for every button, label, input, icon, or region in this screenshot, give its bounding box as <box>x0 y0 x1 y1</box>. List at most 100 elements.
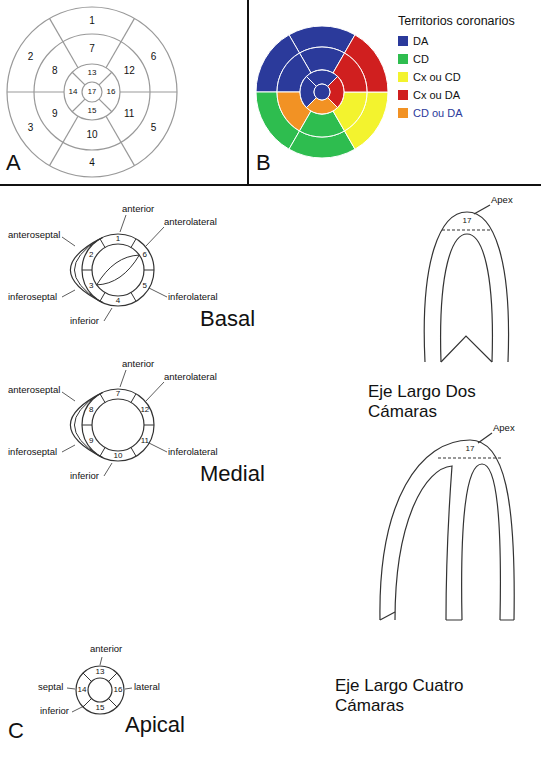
leader-line <box>149 288 167 297</box>
legend-swatch <box>398 72 408 82</box>
segment-border <box>120 91 177 92</box>
leader-line <box>146 227 164 246</box>
leader-line <box>100 657 102 665</box>
segment-number: 4 <box>89 157 95 169</box>
segment-number: 16 <box>114 685 123 694</box>
segment-border <box>50 116 79 165</box>
segment-number: 9 <box>52 108 58 120</box>
wall-label: inferoseptal <box>8 292 57 303</box>
valve-plane <box>441 336 492 362</box>
segment-number: 10 <box>114 451 123 460</box>
segment-border <box>99 99 112 112</box>
leader-line <box>478 433 492 443</box>
segment-number: 3 <box>28 122 34 134</box>
segment-number: 6 <box>143 250 147 259</box>
bullseye-ring <box>82 82 102 102</box>
segment-number: 4 <box>116 296 120 305</box>
segment-number: 1 <box>116 234 120 243</box>
lv-outer-wall <box>82 389 154 461</box>
segment-number: 9 <box>89 436 93 445</box>
segment-number: 2 <box>28 51 34 63</box>
level-title: Basal <box>200 306 255 331</box>
segment-border <box>82 270 92 271</box>
segment-border <box>144 270 154 271</box>
wall-label: anteroseptal <box>8 230 60 241</box>
segment-border <box>72 72 85 85</box>
base-line <box>380 612 514 620</box>
leader-line <box>62 445 75 452</box>
segment-border <box>100 239 105 248</box>
lv-outer-wall <box>82 234 154 306</box>
segment-number: 2 <box>89 250 93 259</box>
bullseye-ring <box>64 64 120 120</box>
segment-border <box>108 673 116 681</box>
panel-letter: B <box>256 150 271 175</box>
segment-number: 5 <box>143 281 147 290</box>
outer-wall <box>380 440 514 620</box>
leader-line <box>62 290 75 297</box>
segment-number: 17 <box>88 88 96 97</box>
lv-inner-wall <box>462 464 501 620</box>
segment-border <box>50 18 79 67</box>
leader-line <box>125 688 132 689</box>
legend-swatch <box>398 36 408 46</box>
segment-number: 15 <box>88 106 97 115</box>
segment-number: 8 <box>89 405 93 414</box>
legend-swatch <box>398 108 408 118</box>
wall-label: anterior <box>122 359 154 370</box>
wall-label: anterior <box>122 204 154 215</box>
leader-line <box>120 215 126 232</box>
segment-number: 5 <box>151 122 157 134</box>
wall-label: inferolateral <box>168 447 218 458</box>
segment-number: 13 <box>88 68 97 77</box>
legend-text: DA <box>413 35 428 48</box>
panel-letter: C <box>8 718 24 743</box>
wall-label: inferolateral <box>168 292 218 303</box>
legend-text: CD ou DA <box>413 107 463 120</box>
segment-number: 12 <box>140 405 149 414</box>
segment-number: 15 <box>96 703 105 712</box>
segment-number: 16 <box>107 87 116 96</box>
lv-inner-wall <box>92 399 144 451</box>
divider-line <box>0 184 541 186</box>
wall-label: anterolateral <box>164 372 217 383</box>
wall-label: lateral <box>134 682 160 693</box>
segment-border <box>82 425 92 426</box>
segment-border <box>83 673 91 681</box>
leader-line <box>72 706 84 712</box>
segment-border <box>106 116 135 165</box>
legend-text: CD <box>413 53 429 66</box>
wall-label: inferoseptal <box>8 447 57 458</box>
rv-wall <box>70 237 102 302</box>
lv-inner-wall <box>92 244 144 296</box>
territory-segment <box>314 84 330 100</box>
leader-line <box>104 308 112 321</box>
legend-swatch <box>398 90 408 100</box>
segment-border <box>131 448 136 457</box>
wall-label: inferior <box>70 471 99 482</box>
segment-border <box>100 394 105 403</box>
apex-cap-line <box>438 457 502 458</box>
level-title: Apical <box>125 712 185 737</box>
wall-label: inferior <box>70 316 99 327</box>
apex-cap-line <box>442 229 492 230</box>
wall-label: anteroseptal <box>8 385 60 396</box>
segment-number: 7 <box>116 389 120 398</box>
segment-border <box>99 72 112 85</box>
segment-number: 17 <box>463 216 472 225</box>
segment-border <box>131 293 136 302</box>
segment-border <box>144 425 154 426</box>
four-chamber-view <box>380 433 514 620</box>
segment-border <box>108 698 116 706</box>
view-title: Eje Largo Dos Cámaras <box>368 382 478 421</box>
leader-line <box>120 370 126 387</box>
apex-label: Apex <box>491 195 513 206</box>
leader-line <box>149 443 167 452</box>
segment-border <box>7 91 64 92</box>
rv-cavity <box>74 394 98 455</box>
rv-cavity <box>74 239 98 300</box>
apex-label: Apex <box>493 423 515 434</box>
segment-border <box>131 239 136 248</box>
level-title: Medial <box>200 461 265 486</box>
